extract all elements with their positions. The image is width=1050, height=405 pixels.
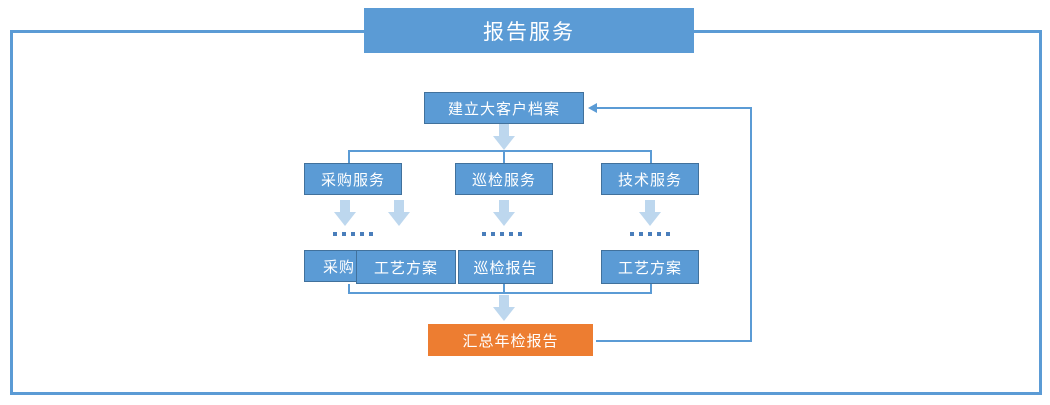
diagram-title: 报告服务 (364, 8, 694, 53)
node-output-inspection-report[interactable]: 巡检报告 (458, 250, 553, 284)
arrow-summary-down-icon (493, 295, 515, 321)
arrow-inspection-down-icon (493, 200, 515, 226)
converge-riser-right (650, 284, 652, 294)
feedback-line-bottom (596, 340, 752, 342)
ellipsis-inspection (482, 232, 522, 236)
arrow-technical-down-icon (639, 200, 661, 226)
node-output-process-plan-left[interactable]: 工艺方案 (356, 250, 456, 284)
node-service-technical[interactable]: 技术服务 (601, 163, 699, 195)
feedback-line-right (750, 107, 752, 342)
feedback-line-top (596, 107, 752, 109)
node-summary-report[interactable]: 汇总年检报告 (428, 324, 593, 356)
bus-drop-left (348, 150, 350, 164)
node-output-process-plan-right[interactable]: 工艺方案 (601, 250, 699, 284)
feedback-arrow-head-icon (588, 103, 597, 113)
arrow-procurement-down-b-icon (388, 200, 410, 226)
converge-riser-center (503, 284, 505, 294)
node-service-procurement[interactable]: 采购服务 (304, 163, 402, 195)
bus-line-summary (348, 292, 652, 294)
arrow-procurement-down-a-icon (334, 200, 356, 226)
node-root[interactable]: 建立大客户档案 (424, 92, 584, 124)
bus-line-services (348, 150, 652, 152)
converge-riser-left (348, 284, 350, 294)
node-service-inspection[interactable]: 巡检服务 (455, 163, 553, 195)
ellipsis-procurement (333, 232, 373, 236)
bus-drop-center (503, 150, 505, 164)
ellipsis-technical (630, 232, 670, 236)
arrow-root-down-icon (493, 124, 515, 150)
bus-drop-right (650, 150, 652, 164)
